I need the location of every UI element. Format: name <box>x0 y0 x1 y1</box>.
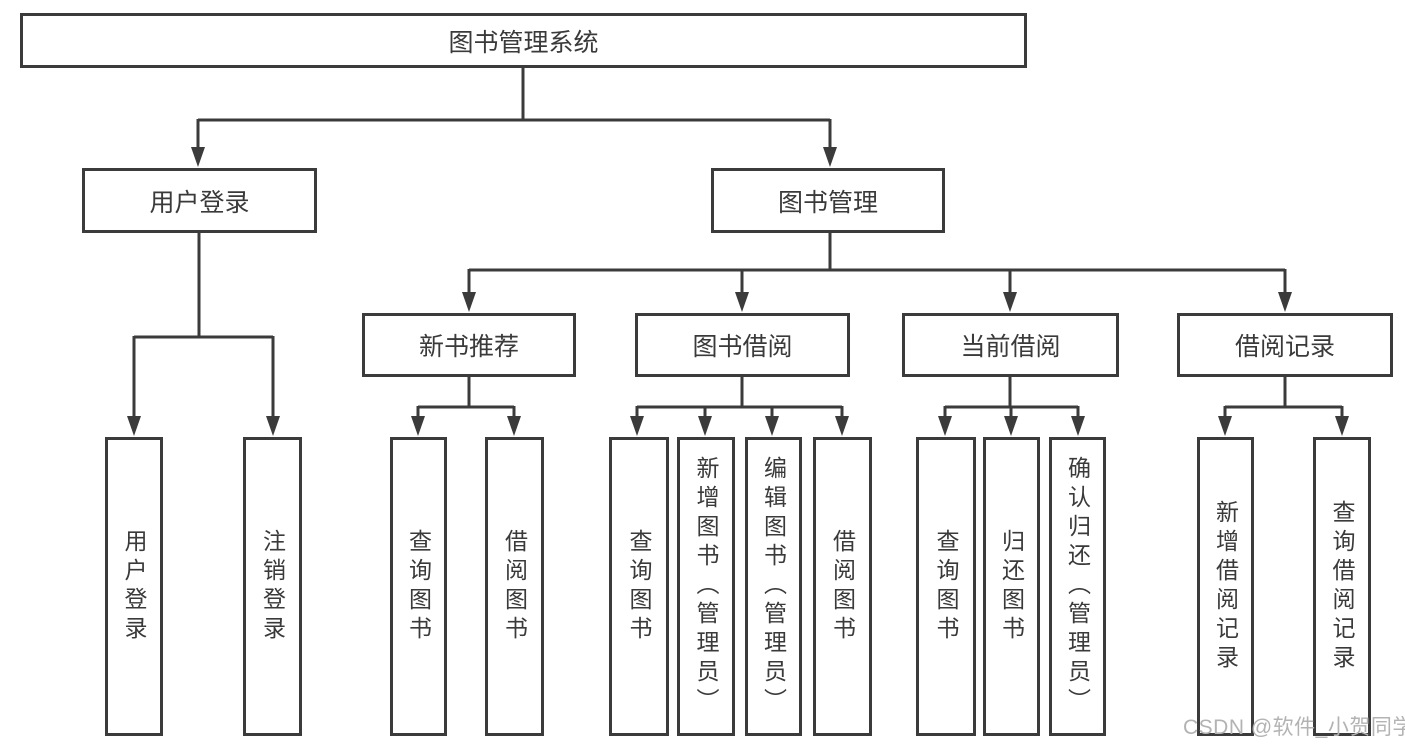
node-leaf-edit-books-admin: 编辑图书（管理员） <box>745 437 802 736</box>
node-leaf-query-books-current: 查询图书 <box>916 437 976 736</box>
node-leaf-query-books-borrowing: 查询图书 <box>609 437 669 736</box>
node-label: 查询借阅记录 <box>1329 499 1355 674</box>
arrowheads <box>127 147 1349 436</box>
node-current-borrowing: 当前借阅 <box>902 313 1119 377</box>
node-label: 新书推荐 <box>418 333 519 361</box>
node-label: 注销登录 <box>259 528 286 645</box>
node-label: 图书管理 <box>777 188 878 217</box>
node-label: 确认归还（管理员） <box>1064 456 1091 717</box>
node-label: 查询图书 <box>626 528 652 645</box>
node-leaf-query-books-recommend: 查询图书 <box>390 437 447 736</box>
node-label: 查询图书 <box>933 528 959 645</box>
node-leaf-logout: 注销登录 <box>243 437 302 736</box>
node-label: 图书管理系统 <box>448 28 599 57</box>
node-leaf-confirm-return-admin: 确认归还（管理员） <box>1049 437 1106 736</box>
node-label: 借阅记录 <box>1234 333 1335 361</box>
node-label: 查询图书 <box>405 528 432 645</box>
node-label: 图书借阅 <box>692 333 793 361</box>
node-leaf-add-borrow-record: 新增借阅记录 <box>1197 437 1254 736</box>
node-label: 当前借阅 <box>960 333 1061 361</box>
node-leaf-borrow-books-recommend: 借阅图书 <box>485 437 544 736</box>
node-label: 新增借阅记录 <box>1212 499 1239 674</box>
node-label: 借阅图书 <box>501 528 528 645</box>
node-label: 用户登录 <box>121 528 147 645</box>
node-book-borrowing: 图书借阅 <box>635 313 850 377</box>
node-leaf-query-borrow-record: 查询借阅记录 <box>1313 437 1371 736</box>
node-label: 归还图书 <box>998 528 1025 645</box>
node-book-management-module: 图书管理 <box>711 168 945 233</box>
node-leaf-borrow-books: 借阅图书 <box>813 437 872 736</box>
node-user-login-module: 用户登录 <box>82 168 317 233</box>
node-library-management-system: 图书管理系统 <box>20 13 1027 68</box>
node-borrowing-records: 借阅记录 <box>1177 313 1393 377</box>
watermark: CSDN @软件_小贺同学 <box>1183 716 1405 739</box>
node-label: 用户登录 <box>149 188 250 217</box>
node-leaf-user-login: 用户登录 <box>105 437 163 736</box>
node-label: 借阅图书 <box>829 528 856 645</box>
node-new-book-recommendation: 新书推荐 <box>362 313 576 377</box>
node-leaf-add-books-admin: 新增图书（管理员） <box>677 437 735 736</box>
node-label: 新增图书（管理员） <box>693 456 719 717</box>
node-label: 编辑图书（管理员） <box>760 456 787 717</box>
node-leaf-return-books: 归还图书 <box>983 437 1040 736</box>
